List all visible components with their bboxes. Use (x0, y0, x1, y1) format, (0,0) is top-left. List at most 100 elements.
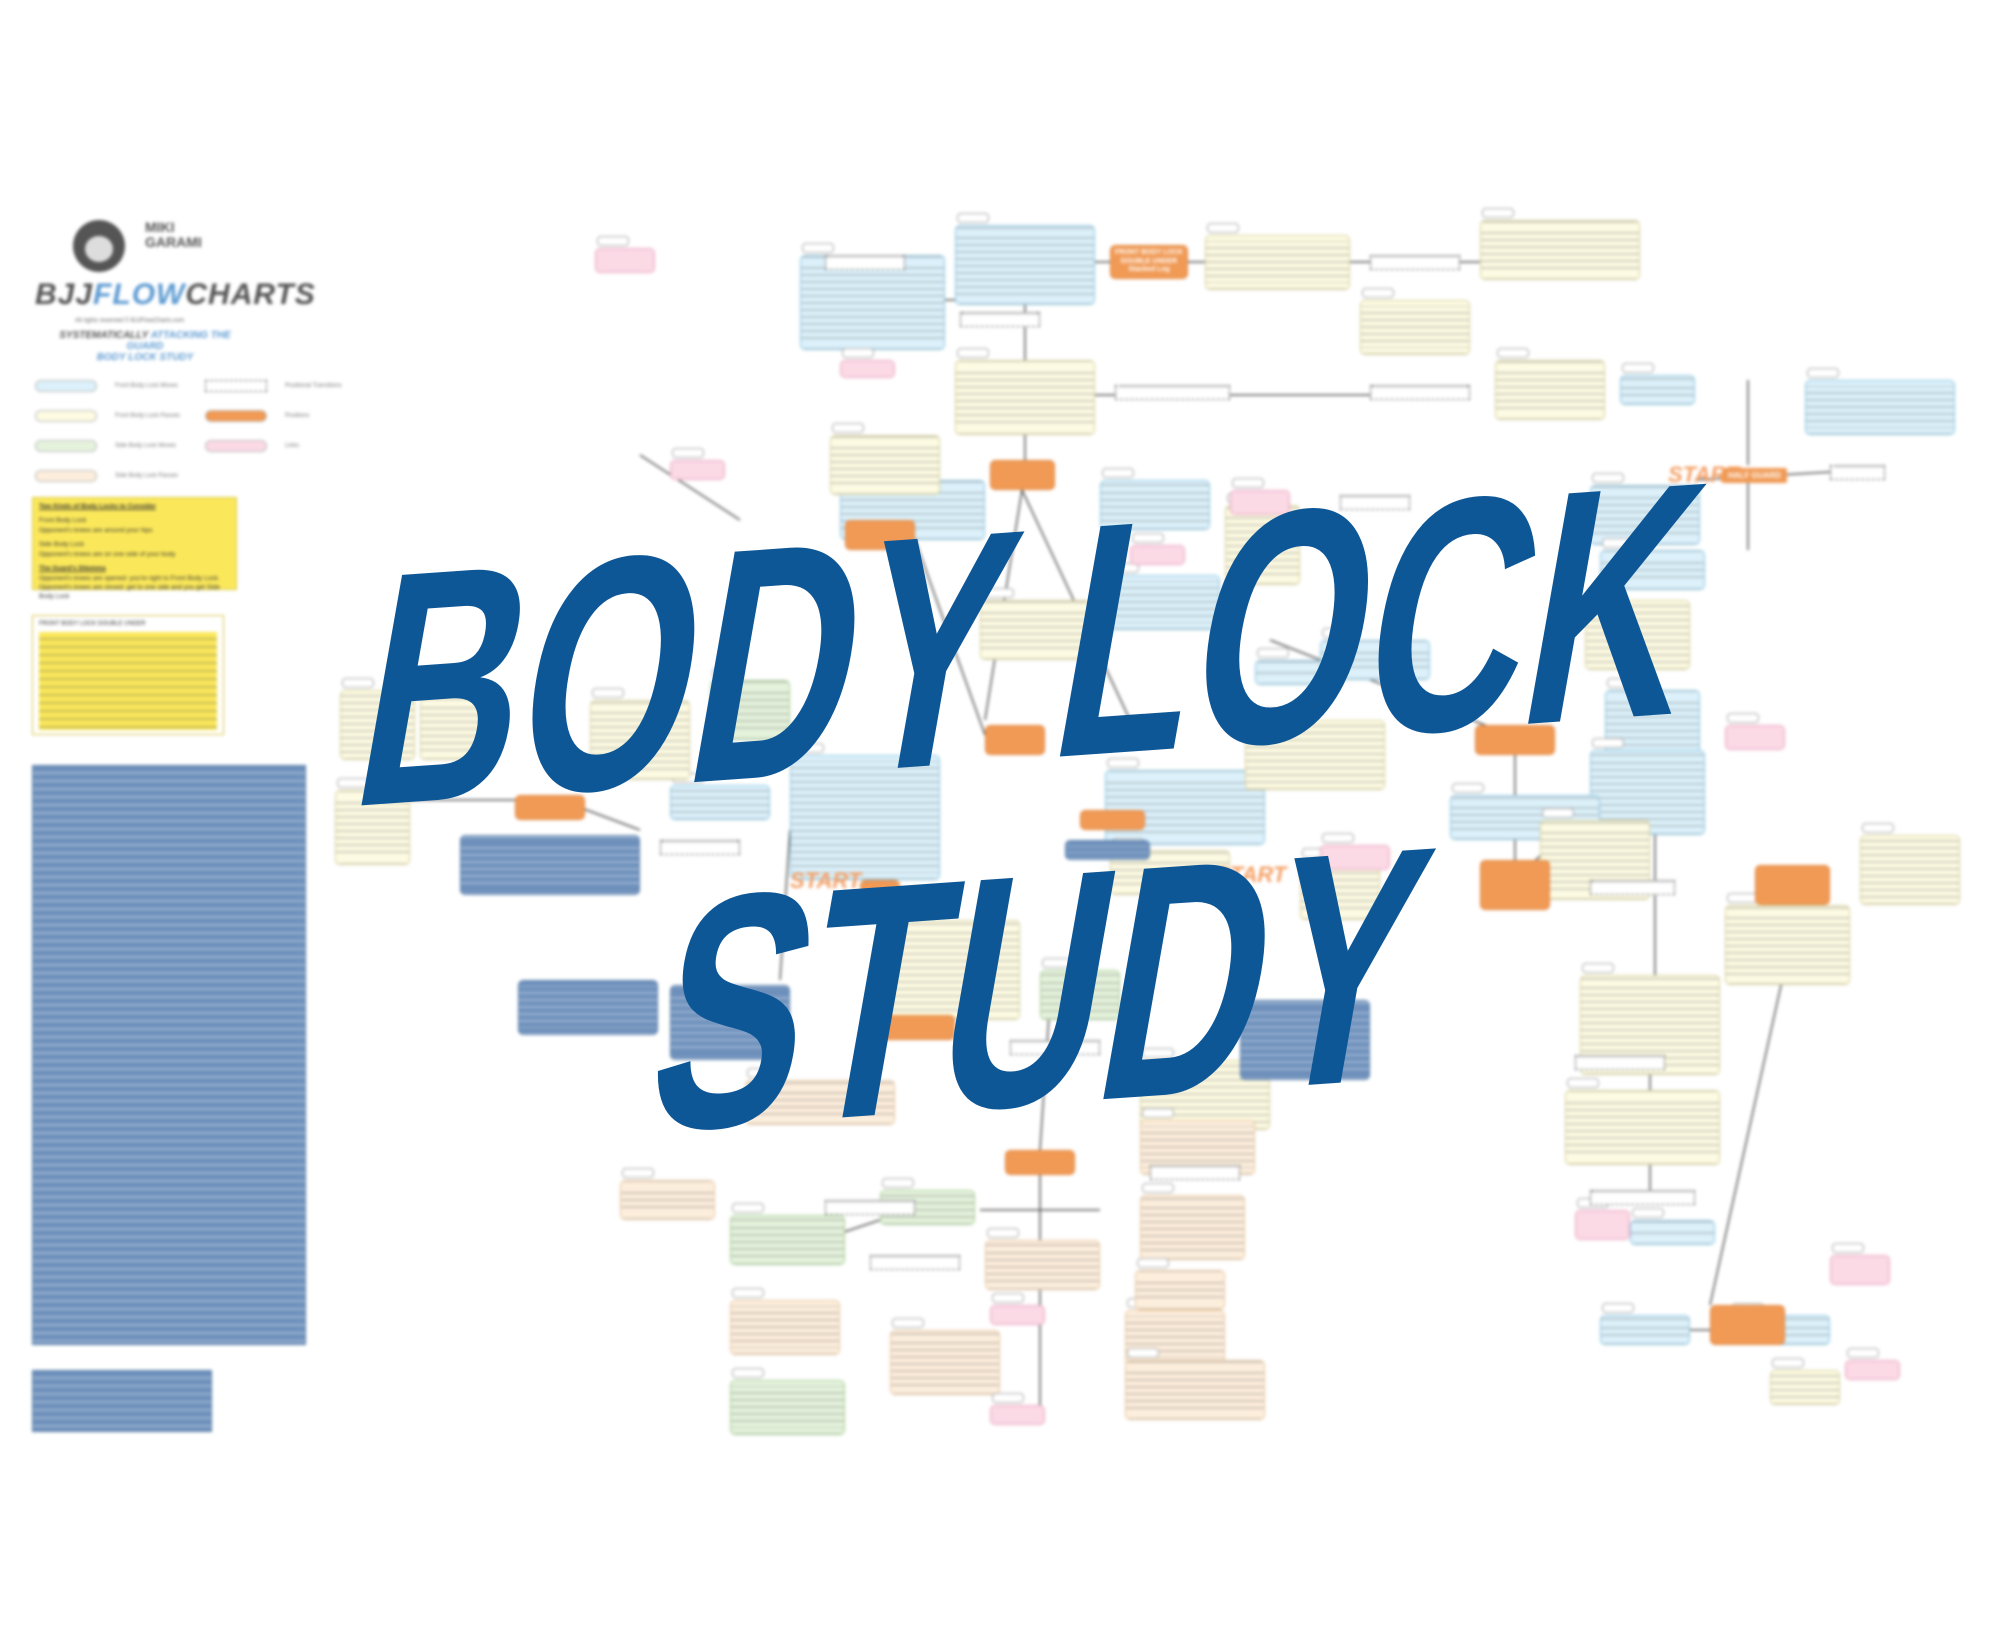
dvd-tag (1622, 363, 1654, 373)
mascot-icon (73, 220, 125, 272)
technique-node (1245, 720, 1385, 790)
subtitle-a: SYSTEMATICALLY (59, 330, 149, 341)
technique-node (1040, 970, 1120, 1020)
connector-line (1709, 944, 1791, 1306)
legend-item: Links (205, 440, 299, 452)
position-half-guard[interactable]: HALF GUARD (1722, 468, 1787, 483)
dvd-tag (732, 1288, 764, 1298)
dvd-tag (422, 683, 454, 693)
technique-node (590, 700, 690, 780)
technique-node (1320, 640, 1430, 680)
technique-node (955, 360, 1095, 435)
technique-node (420, 695, 495, 760)
technique-node (1065, 840, 1150, 860)
position-node (515, 795, 585, 820)
technique-node (730, 1380, 845, 1435)
link-node (1320, 845, 1390, 870)
dvd-tag (1607, 678, 1639, 688)
dvd-tag (732, 1368, 764, 1378)
technique-node (890, 1330, 1000, 1395)
author-last: GARAMI (145, 234, 202, 251)
dvd-tag (1322, 833, 1354, 843)
note-front-text: Opponent's knees are around your hips (39, 526, 153, 534)
dvd-tag (987, 1228, 1019, 1238)
dvd-tag (1497, 348, 1529, 358)
dvd-tag (672, 448, 704, 458)
dvd-tag (1107, 758, 1139, 768)
link-node (595, 248, 655, 273)
dvd-tag (882, 1178, 914, 1188)
link-node (1845, 1360, 1900, 1380)
technique-node (745, 1080, 895, 1125)
note-double-under: FRONT BODY LOCK DOUBLE UNDER (32, 615, 224, 735)
transition-node (1370, 385, 1470, 400)
transition-node (1575, 1055, 1665, 1070)
dvd-tag (622, 1168, 654, 1178)
legend-item: Front Body Lock Passes (35, 410, 180, 422)
dvd-tag (1602, 538, 1634, 548)
position-node (985, 725, 1045, 755)
dvd-tag (1582, 963, 1614, 973)
note-two-kinds: Two Kinds of Body Locks to Consider Fron… (32, 497, 237, 600)
dvd-tag (732, 1203, 764, 1213)
position-node (1165, 870, 1215, 882)
technique-node (1240, 1000, 1370, 1080)
technique-node (1105, 575, 1220, 630)
dvd-tag (1142, 1108, 1174, 1118)
position-node (860, 880, 900, 892)
legend-swatch (35, 410, 97, 422)
dvd-tag (802, 243, 834, 253)
dvd-tag (792, 743, 824, 753)
link-node (840, 360, 895, 378)
legend-swatch (35, 470, 97, 482)
technique-node (730, 1300, 840, 1355)
rights-text: All rights reserved © BJJFlowCharts.com (75, 318, 185, 324)
subtitle-c: BODY LOCK STUDY (96, 352, 194, 363)
dvd-tag (597, 236, 629, 246)
technique-node (1100, 480, 1210, 530)
link-node (1575, 1210, 1630, 1240)
technique-node (1565, 1090, 1720, 1165)
dvd-tag (1847, 1348, 1879, 1358)
technique-node (1585, 600, 1690, 670)
note-side-text: Opponent's knees are on one side of your… (39, 550, 176, 558)
transition-node (825, 1200, 915, 1215)
position-front-body-lock-stacked-leg[interactable]: FRONT BODY LOCK DOUBLE UNDER Stacked Leg (1110, 245, 1188, 279)
transition-node (660, 840, 740, 855)
dvd-tag (1862, 823, 1894, 833)
start-label: START (1215, 862, 1287, 887)
dvd-tag (1257, 648, 1289, 658)
dvd-tag (337, 778, 369, 788)
technique-node (1360, 300, 1470, 355)
dvd-tag (1587, 588, 1619, 598)
technique-node (1205, 235, 1350, 290)
legend-item: Positions (205, 410, 309, 422)
connector-line (639, 454, 741, 521)
dvd-tag (1247, 708, 1279, 718)
dvd-tag (1567, 1078, 1599, 1088)
note-techniques-panel (32, 765, 306, 1345)
dvd-tag (957, 348, 989, 358)
start-label: START (790, 868, 862, 893)
technique-node (1590, 485, 1700, 545)
technique-node (800, 255, 945, 350)
legend-label: Positions (285, 413, 310, 419)
legend-swatch (205, 440, 267, 452)
dvd-tag (1322, 628, 1354, 638)
technique-node (1105, 770, 1265, 845)
dvd-tag (1542, 808, 1574, 818)
connector-line (1039, 999, 1051, 1151)
link-node (990, 1305, 1045, 1325)
legend-label: Positional Transitions (285, 383, 342, 389)
technique-node (890, 920, 1020, 1020)
title-line-study: STUDY (628, 777, 1452, 1204)
connector-line (1269, 639, 1511, 736)
legend-label: Side Body Lock Passes (115, 473, 179, 479)
dvd-tag (1592, 473, 1624, 483)
dvd-tag (892, 1318, 924, 1328)
brand-title: BJJFLOWCHARTS (35, 278, 316, 312)
technique-node (620, 1180, 715, 1220)
connector-line (914, 539, 986, 736)
note-dilemma-text: Opponent's knees are opened: you're righ… (39, 574, 220, 601)
dvd-tag (1102, 468, 1134, 478)
